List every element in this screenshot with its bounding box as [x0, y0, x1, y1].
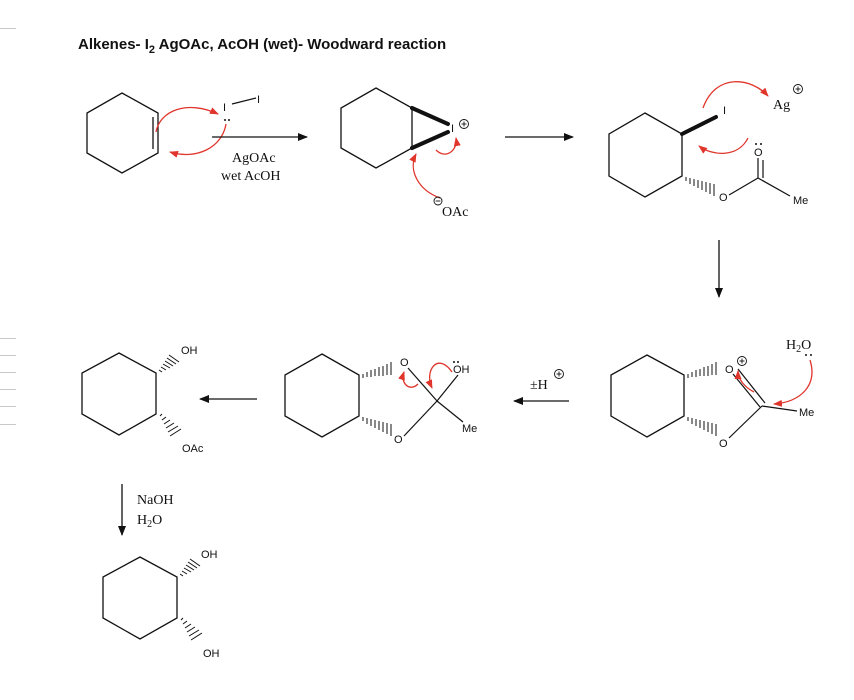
hashed-bond-bottom — [362, 417, 392, 436]
hashed-bond-oh-top — [179, 558, 201, 577]
dioxolane-bonds — [728, 368, 798, 439]
curved-arrow-iodine-to-alkene — [169, 123, 227, 158]
acetate-anion: OAc — [442, 205, 468, 220]
page-title: Alkenes- I2 AgOAc, AcOH (wet)- Woodward … — [78, 36, 446, 56]
title-suffix: AgOAc, AcOH (wet)- Woodward reaction — [155, 36, 447, 53]
positive-charge-icon — [554, 369, 564, 379]
margin-mark — [0, 372, 16, 373]
cyclohexane-ring — [284, 353, 360, 438]
hydroxyl-group: OH — [453, 364, 470, 376]
positive-charge-icon — [793, 84, 803, 94]
ring-oxygen-bottom: O — [394, 434, 403, 446]
silver-cation: Ag — [773, 98, 790, 113]
condition-naoh: NaOH — [137, 493, 174, 508]
orthoester-bonds — [403, 367, 464, 437]
proton-transfer-label: ±H — [530, 378, 548, 393]
title-subscript: 2 — [148, 44, 155, 56]
hashed-bond-ester — [685, 177, 715, 196]
methyl-group: Me — [462, 423, 477, 435]
cyclohexane-ring — [81, 352, 157, 436]
negative-charge-icon — [433, 196, 443, 206]
ring-oxygen: O — [719, 438, 728, 450]
condition-water: H2O — [137, 513, 162, 530]
lone-pair-dots — [453, 361, 459, 363]
ring-oxygen-top: O — [400, 357, 409, 369]
cyclohexane-ring — [102, 556, 178, 640]
hashed-bond-top — [362, 362, 392, 378]
iodine-atom-1: I — [223, 102, 226, 114]
wedge-bond-iodo — [680, 115, 718, 136]
hydroxyl-group: OH — [181, 345, 198, 357]
condition-water-h: H — [137, 513, 147, 528]
margin-mark — [0, 338, 16, 339]
curved-arrow-iodide-to-silver — [702, 81, 769, 109]
hashed-bond-oac — [159, 413, 182, 437]
lone-pair-dots — [805, 354, 812, 356]
hashed-bond-oh — [158, 354, 180, 373]
water-subscript: 2 — [796, 344, 801, 355]
condition-water-o: O — [152, 513, 162, 528]
condition-agoac: AgOAc — [232, 151, 276, 166]
hashed-bond-oh-bottom — [180, 617, 203, 641]
curved-arrow-carbonyl-participation — [698, 137, 749, 155]
hydroxyl-bottom: OH — [203, 648, 220, 660]
iodo-substituent: I — [723, 105, 726, 117]
carbonyl-oxygen: O — [754, 147, 763, 159]
curved-arrow-acetate-attack — [409, 153, 441, 199]
ester-oxygen: O — [719, 192, 728, 204]
water-molecule: H2O — [786, 338, 811, 355]
iodonium-bonds — [410, 106, 450, 150]
condition-water-subscript: 2 — [147, 519, 152, 530]
methyl-group: Me — [799, 407, 814, 419]
water-o: O — [801, 338, 811, 353]
positive-charge-icon — [737, 356, 747, 366]
curved-arrow-bond-to-iodine — [435, 137, 461, 155]
margin-mark — [0, 355, 16, 356]
hydroxyl-top: OH — [201, 549, 218, 561]
curved-arrow-ring-opening — [398, 371, 419, 388]
iodine-atom-2: I — [257, 94, 260, 106]
iodonium-iodine: I — [451, 123, 454, 135]
iodine-molecule — [231, 97, 257, 105]
lone-pair-dots — [755, 143, 762, 145]
water-h: H — [786, 338, 796, 353]
lone-pair-dots — [224, 119, 230, 121]
acetate-group: OAc — [182, 443, 204, 455]
oxonium-oxygen: O — [725, 364, 734, 376]
margin-mark — [0, 424, 16, 425]
curved-arrow-pi-to-oxygen — [734, 370, 755, 393]
cyclohexane-ring — [610, 354, 685, 438]
methyl-group: Me — [793, 195, 808, 207]
curved-arrow-oxygen-lone-pair — [425, 362, 453, 389]
positive-charge-icon — [459, 119, 469, 129]
hashed-bond-bottom — [687, 417, 717, 436]
margin-mark — [0, 389, 16, 390]
curved-arrow-pi-to-iodine — [155, 106, 219, 133]
curved-arrow-water-attack — [773, 359, 813, 407]
acetyl-group — [728, 158, 791, 197]
margin-mark — [0, 406, 16, 407]
hashed-bond-top — [687, 362, 717, 378]
cyclohexane-ring — [608, 112, 683, 198]
title-prefix: Alkenes- I — [78, 36, 149, 53]
condition-wet-acoh: wet AcOH — [221, 169, 281, 184]
cyclohexane-ring — [340, 87, 413, 169]
cyclohexene — [86, 92, 159, 174]
margin-mark — [0, 28, 16, 29]
